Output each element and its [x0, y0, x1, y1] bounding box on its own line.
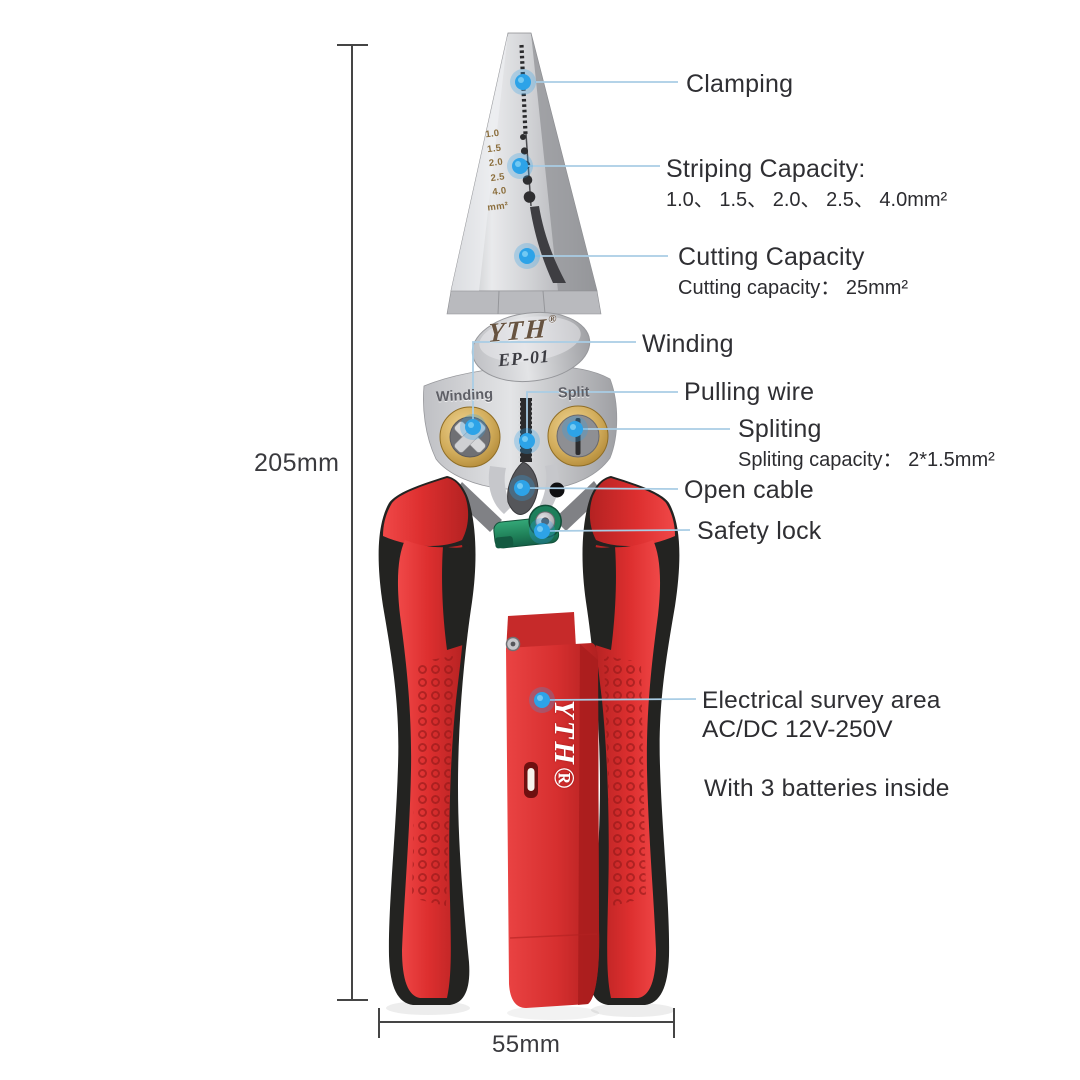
callout-striping-label: Striping Capacity: [666, 155, 866, 183]
pivot-disc [471, 311, 591, 383]
overall-length-dimension: 205mm [254, 449, 340, 477]
height-dimension-line [337, 44, 368, 1001]
callout-cutting-detail: Cutting capacity： 25mm² [678, 277, 909, 299]
callout-dot-winding [460, 414, 486, 440]
callout-cutting-label: Cutting Capacity [678, 243, 865, 271]
callout-batteries: With 3 batteries inside [704, 774, 950, 803]
callout-dot-open-cable [509, 475, 535, 501]
registered-mark: ® [547, 312, 557, 326]
winding-engraving: Winding [435, 386, 494, 406]
callout-spliting: Spliting Spliting capacity： 2*1.5mm² [738, 415, 995, 472]
callout-pulling-wire: Pulling wire [684, 378, 814, 407]
voltage-tester-body [505, 612, 600, 1008]
leader-line-safety-lock [541, 529, 691, 532]
battery-window [524, 762, 538, 798]
split-engraving: Split [557, 384, 590, 402]
callout-clamping: Clamping [686, 70, 793, 99]
tester-brand-logo: YTH® [548, 700, 580, 792]
callout-dot-clamping [510, 69, 536, 95]
leader-lines [472, 81, 730, 701]
callout-dot-cutting [514, 243, 540, 269]
right-handle [582, 476, 680, 1005]
leader-line-pulling-wire [526, 391, 678, 441]
callout-dots [460, 69, 588, 713]
callout-electrical-detail: AC/DC 12V-250V [702, 716, 893, 743]
callout-spliting-detail: Spliting capacity： 2*1.5mm² [738, 449, 995, 471]
brand-text: YTH [487, 312, 549, 349]
callout-electrical-label: Electrical survey area [702, 687, 941, 714]
callout-clamping-label: Clamping [686, 70, 794, 98]
callout-winding-label: Winding [642, 330, 734, 358]
callout-striping: Striping Capacity: 1.0、 1.5、 2.0、 2.5、 4… [666, 155, 947, 212]
callout-safety-lock: Safety lock [697, 517, 821, 546]
leader-line-electrical [541, 698, 697, 701]
callout-spliting-label: Spliting [738, 415, 822, 443]
callout-batteries-label: With 3 batteries inside [704, 775, 950, 802]
callout-open-cable-label: Open cable [684, 476, 814, 504]
leader-line-open-cable [521, 487, 679, 490]
callout-striping-detail: 1.0、 1.5、 2.0、 2.5、 4.0mm² [666, 189, 948, 211]
width-dimension-line [378, 1008, 675, 1038]
callout-dot-striping [507, 153, 533, 179]
callout-winding: Winding [642, 330, 734, 359]
callout-pulling-wire-label: Pulling wire [684, 378, 815, 406]
callout-electrical-survey: Electrical survey area AC/DC 12V-250V [702, 686, 941, 744]
right-jaw-arm [554, 481, 604, 531]
callout-dot-electrical [529, 687, 555, 713]
cutting-blade-channel [530, 206, 566, 283]
callout-dot-pulling-wire [514, 428, 540, 454]
callout-safety-lock-label: Safety lock [697, 517, 822, 545]
callout-open-cable: Open cable [684, 476, 814, 505]
callout-dot-safety-lock [529, 518, 555, 544]
head-width-dimension: 55mm [492, 1031, 561, 1058]
callout-dot-spliting [562, 416, 588, 442]
left-handle [378, 476, 476, 1005]
callout-cutting: Cutting Capacity Cutting capacity： 25mm² [678, 243, 908, 300]
cable-hole [549, 482, 565, 498]
leader-line-winding [472, 341, 636, 427]
